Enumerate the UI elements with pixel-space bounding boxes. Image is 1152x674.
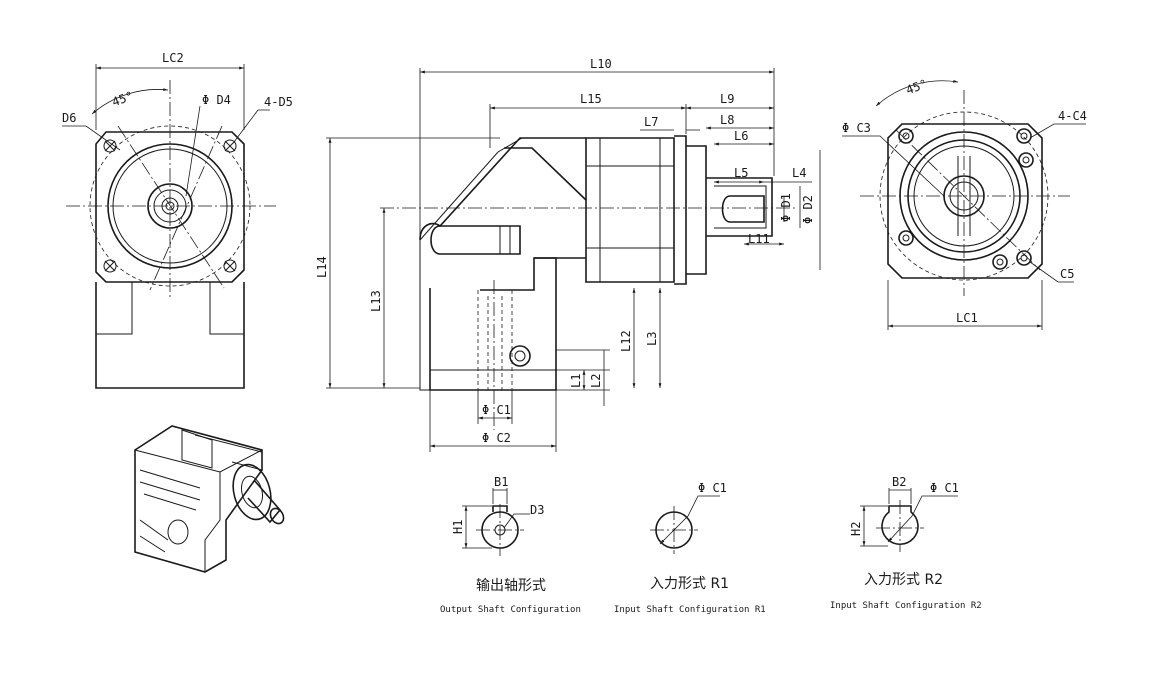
side-shaft [706,177,773,237]
front-flange-outline [95,131,245,283]
dim-l1: L1 [569,374,583,388]
dim-d2: Φ D2 [801,195,815,224]
c4-label: 4-C4 [1058,109,1087,123]
dim-l7: L7 [644,115,658,129]
dim-c2: Φ C2 [482,431,511,445]
front-mount-holes [103,139,237,273]
detail-input-r2: B2 H2 Φ C1 入力形式 R2 Input Shaft Configura… [830,475,982,611]
input-view: LC1 45° Φ C3 4-C4 C5 [842,77,1087,330]
dim-l3: L3 [645,332,659,346]
detail-output-shaft: B1 H1 D3 输出轴形式 Output Shaft Configuratio… [440,475,581,615]
dim-l10: L10 [590,57,612,71]
lc2-label: LC2 [162,51,184,65]
isometric-view [134,425,285,573]
c5-label: C5 [1060,267,1074,281]
c3-label: Φ C3 [842,121,871,135]
dim-l9: L9 [720,92,734,106]
detail3-title-cn: 入力形式 R2 [864,572,943,588]
dim-l11: L11 [748,232,770,246]
detail2-title-en: Input Shaft Configuration R1 [614,605,766,615]
d4-label: Φ D4 [202,93,231,107]
dim-l8: L8 [720,113,734,127]
detail-b1-label: B1 [494,475,508,489]
detail3-c1-label: Φ C1 [930,481,959,495]
dim-c1: Φ C1 [482,403,511,417]
detail-h1-label: H1 [451,520,465,534]
side-housing [585,137,675,283]
detail1-title-cn: 输出轴形式 [476,578,546,594]
input-angle-label: 45° [904,77,929,98]
dim-l15: L15 [580,92,602,106]
side-keyway [721,195,765,223]
dim-l6: L6 [734,129,748,143]
front-lower-body [95,282,245,389]
detail2-title-cn: 入力形式 R1 [650,576,729,592]
d6-label: D6 [62,111,76,125]
dim-l14: L14 [315,256,329,278]
front-view: LC2 45° Φ D4 D6 4-D5 [62,51,293,389]
lc1-label: LC1 [956,311,978,325]
side-view: L10 L15 L9 L7 L8 L6 L5 L4 L11 Φ D1 Φ D2 … [315,57,821,452]
dim-l12: L12 [619,330,633,352]
detail2-c1-label: Φ C1 [698,481,727,495]
detail1-title-en: Output Shaft Configuration [440,605,581,615]
dim-l13: L13 [369,290,383,312]
dim-l4: L4 [792,166,806,180]
detail3-title-en: Input Shaft Configuration R2 [830,601,982,611]
dim-d1: Φ D1 [779,193,793,222]
dim-l5: L5 [734,166,748,180]
input-mount-holes [898,128,1034,270]
detail-d3-label: D3 [530,503,544,517]
detail-b2-label: B2 [892,475,906,489]
detail-input-r1: Φ C1 入力形式 R1 Input Shaft Configuration R… [614,481,766,615]
front-shaft-circle [147,183,193,229]
d5-label: 4-D5 [264,95,293,109]
detail-h2-label: H2 [849,522,863,536]
front-angle-label: 45° [110,89,135,110]
input-flange-outline [887,123,1043,279]
dim-l2: L2 [589,374,603,388]
